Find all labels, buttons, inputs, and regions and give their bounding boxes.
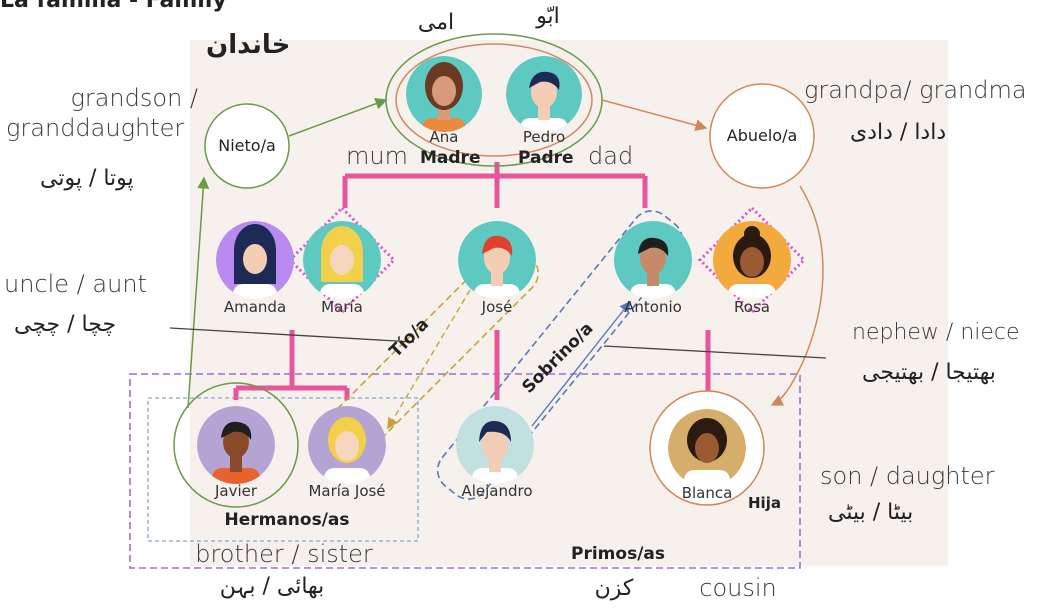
person-name-amanda: Amanda [223,298,287,316]
person-name-rosa: Rosa [734,298,770,316]
arrow-nieto-to-grandparents [288,98,388,137]
nieto-urdu-label: پوتا / پوتی [40,166,134,191]
hermanos-group-box [147,397,419,542]
tio-group-box [314,243,540,469]
avatar-maria-jose [308,406,386,484]
son-daughter-urdu-label: بیٹا / بیٹی [828,500,914,525]
padre-label: Padre [518,148,574,168]
person-name-antonio: Antonio [624,298,682,316]
avatar-ana [406,56,482,132]
family-tree-lines [233,162,711,400]
person-name-javier: Javier [214,482,258,500]
grandson-english-label: grandson / [70,84,198,112]
nieto-circle [204,103,290,189]
brother-sister-urdu-label: بھائی / بہن [219,574,325,599]
avatar-rosa [713,221,791,299]
avatar-jose [458,221,536,299]
avatar-maria [303,221,381,299]
hermanos-label: Hermanos/as [224,510,350,530]
javier-nieto-ring [173,382,299,508]
uncle-aunt-english-label: uncle / aunt [4,270,147,298]
diagram-background-panel [190,40,948,566]
person-name-maria: María [321,298,363,316]
dad-english-label: dad [588,142,634,170]
granddaughter-english-label: granddaughter [6,114,185,142]
son-daughter-english-label: son / daughter [820,462,995,490]
cousin-english-label: cousin [699,574,777,602]
abuelo-circle-label: Abuelo/a [726,126,798,145]
person-name-ana: Ana [429,128,459,146]
person-name-maria-jose: María José [308,482,386,500]
nephew-niece-english-label: nephew / niece [852,320,1020,345]
avatar-alejandro [456,406,534,484]
primos-group-box [129,373,801,569]
grandparent-english-label: grandpa/ grandma [804,76,1027,104]
cousin-urdu-label: کزن [594,576,634,601]
arrow-grandparents-to-abuelo [601,99,708,132]
grandparents-orange-ring [395,43,593,157]
mum-english-label: mum [346,142,408,170]
avatar-pedro [506,56,582,132]
abuelo-circle [709,83,815,189]
madre-label: Madre [420,148,481,168]
avatar-amanda [216,221,294,299]
father-urdu-label: ابّو [536,4,560,29]
nephew-niece-urdu-label: بھتیجا / بھتیجی [862,360,996,385]
pointer-uncle-aunt [169,327,415,343]
arrow-abuelo-to-blanca [770,185,824,406]
person-name-pedro: Pedro [522,128,566,146]
sobrino-group-box [436,210,684,500]
brother-sister-english-label: brother / sister [195,540,373,568]
nieto-circle-label: Nieto/a [218,136,276,155]
person-name-blanca: Blanca [681,484,733,502]
arrow-sobrino [531,300,631,427]
person-name-jose: José [481,298,513,316]
hija-label: Hija [748,494,781,512]
arrow-javier-to-nieto [187,176,210,409]
diagram-title-urdu: خاندان [206,30,291,60]
uncle-aunt-urdu-label: چچا / چچی [14,312,117,337]
arrow-tio [387,289,471,430]
diagram-title: La familia - Family [0,0,227,13]
primos-label: Primos/as [571,544,665,564]
mother-urdu-label: امی [417,10,455,35]
abuelo-urdu-label: دادا / دادی [850,120,947,145]
avatar-javier [197,406,275,484]
avatar-blanca [668,409,746,487]
pointer-nephew-niece [603,345,827,359]
person-name-alejandro: Alejandro [461,482,533,500]
avatar-antonio [614,221,692,299]
